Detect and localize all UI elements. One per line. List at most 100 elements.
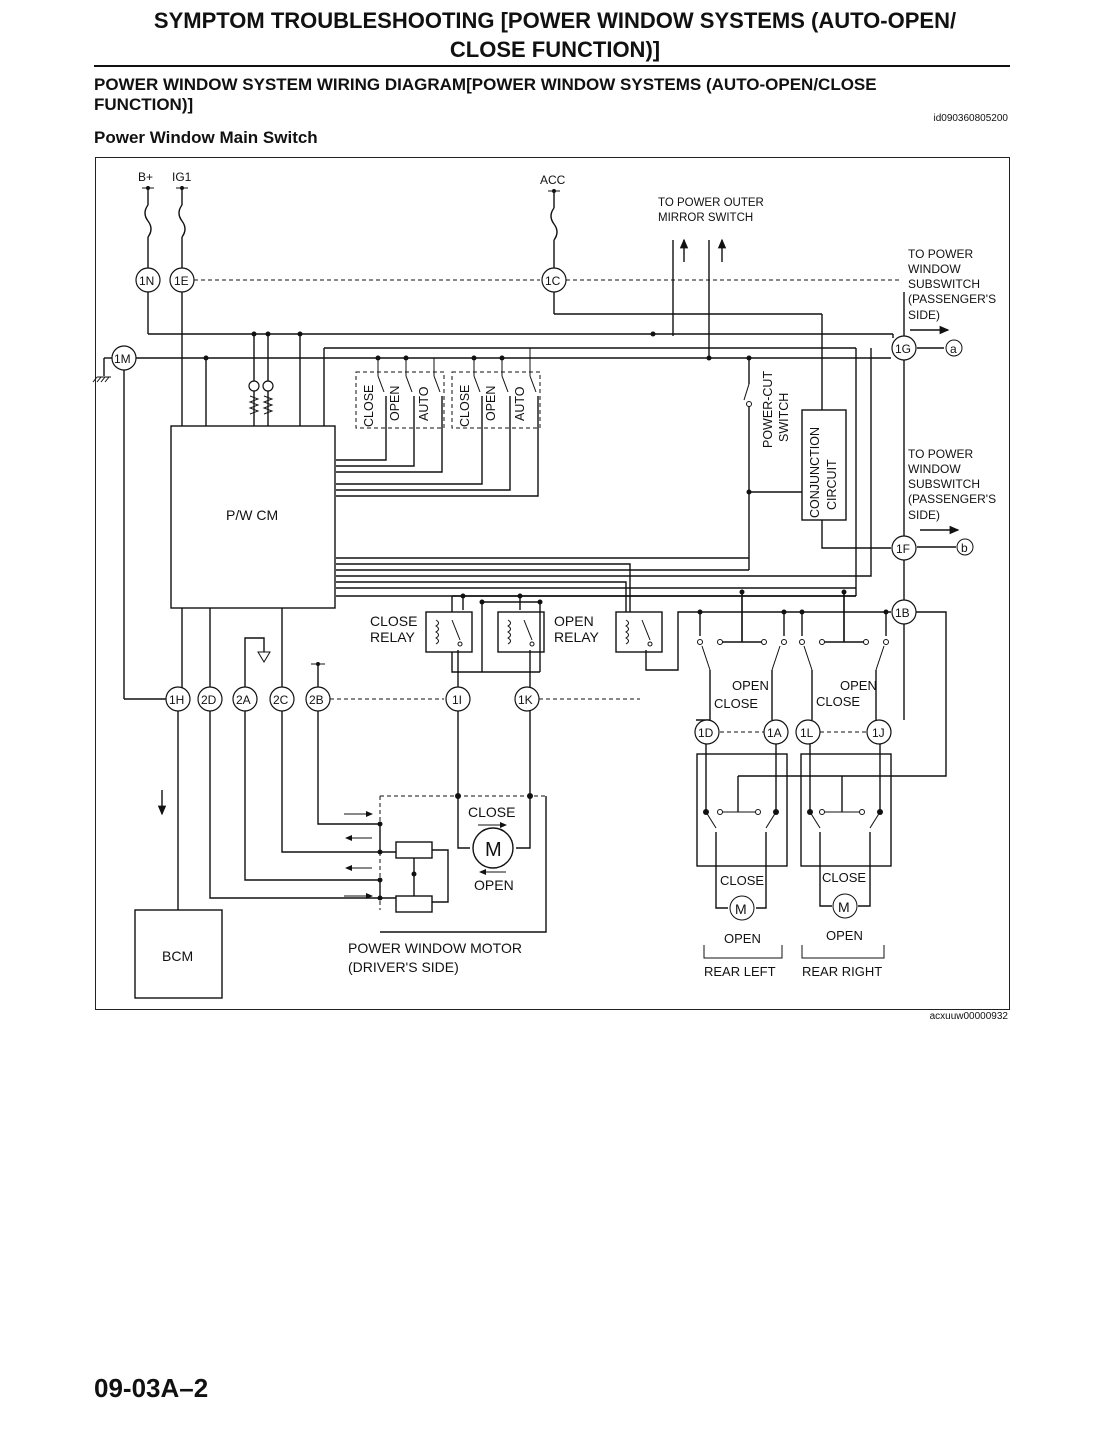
motor-icon <box>729 895 755 921</box>
fuse-icon <box>178 204 186 238</box>
ref-b: b <box>961 541 968 555</box>
connector-2D <box>197 686 223 712</box>
connector-2C-label: 2C <box>273 693 289 707</box>
fuse-icon <box>550 207 558 241</box>
connector-1G-label: 1G <box>895 342 911 356</box>
coil-icon <box>507 619 511 645</box>
connector-1M <box>111 345 137 371</box>
connector-1I-label: 1I <box>452 693 462 707</box>
connector-2D-label: 2D <box>201 693 217 707</box>
rear-left-motor-close: CLOSE <box>720 873 764 888</box>
sub-b-label-4: (PASSENGER'S <box>908 492 996 506</box>
connector-1E <box>169 267 195 293</box>
title-line-1: SYMPTOM TROUBLESHOOTING [POWER WINDOW SY… <box>153 8 957 33</box>
driver-motor-label-1: POWER WINDOW MOTOR <box>348 940 522 956</box>
connector-1C <box>541 267 567 293</box>
motor-icon <box>832 893 858 919</box>
driver-motor-open: OPEN <box>474 877 514 893</box>
page-number: 09-03A–2 <box>94 1373 209 1403</box>
rear-right-motor: M CLOSE OPEN <box>800 744 892 943</box>
conjunction-label-1: CONJUNCTION <box>808 427 822 518</box>
connector-1L <box>795 719 821 745</box>
switch-auto-label: AUTO <box>513 386 527 421</box>
bcm-module <box>134 909 223 999</box>
subsection-title: Power Window Main Switch <box>94 128 318 147</box>
driver-switch-group: CLOSE OPEN AUTO <box>355 358 445 429</box>
figure-id: acxuuw00000932 <box>929 1011 1008 1022</box>
connectors <box>111 267 917 745</box>
connector-1K <box>514 686 540 712</box>
switch-open-label: OPEN <box>388 386 402 421</box>
bcm-label: BCM <box>162 948 193 964</box>
sub-b-label-1: TO POWER <box>908 447 973 461</box>
passenger-switch-group: CLOSE OPEN AUTO <box>451 348 541 429</box>
acc-label: ACC <box>540 173 566 187</box>
connector-2B <box>305 686 331 712</box>
rear-left-open-label: OPEN <box>732 678 769 693</box>
rear-left-motor-open: OPEN <box>724 931 761 946</box>
section-line-2: FUNCTION)] <box>94 95 194 114</box>
mirror-label-1: TO POWER OUTER <box>658 197 764 209</box>
section-heading: POWER WINDOW SYSTEM WIRING DIAGRAM[POWER… <box>94 75 974 115</box>
indicator-leds <box>205 334 301 426</box>
connector-1B-label: 1B <box>895 606 910 620</box>
connector-1H-label: 1H <box>169 693 184 707</box>
title-divider <box>94 65 1010 67</box>
rear-left-switch: OPEN CLOSE <box>696 592 787 721</box>
connector-2C <box>269 686 295 712</box>
rear-right-close-label: CLOSE <box>816 694 860 709</box>
sub-a-label-1: TO POWER <box>908 247 973 261</box>
connector-1J <box>866 719 892 745</box>
power-cut-relay <box>615 611 663 653</box>
coil-icon <box>625 619 629 645</box>
rear-right-motor-close: CLOSE <box>822 870 866 885</box>
rear-right-switch: OPEN CLOSE <box>799 592 889 720</box>
rear-right-motor-open: OPEN <box>826 928 863 943</box>
connector-1C-label: 1C <box>545 274 561 288</box>
connector-1F <box>891 535 917 561</box>
switch-close-label: CLOSE <box>362 385 376 427</box>
rear-left-label: REAR LEFT <box>704 964 776 979</box>
open-relay <box>497 611 545 653</box>
connector-1M-label: 1M <box>114 352 131 366</box>
rear-right-label: REAR RIGHT <box>802 964 882 979</box>
connector-1A <box>763 719 789 745</box>
power-cut-label-2: SWITCH <box>777 393 791 442</box>
pwcm-label: P/W CM <box>226 507 278 523</box>
connector-1J-label: 1J <box>872 726 885 740</box>
title-line-2: CLOSE FUNCTION)] <box>449 37 661 62</box>
ref-a-circle <box>945 339 963 357</box>
page-title: SYMPTOM TROUBLESHOOTING [POWER WINDOW SY… <box>60 6 1050 64</box>
ground-arrow-icon <box>257 651 271 663</box>
open-relay-label-1: OPEN <box>554 613 594 629</box>
conjunction-circuit <box>801 409 847 521</box>
connector-1N-label: 1N <box>139 274 154 288</box>
sub-b-label-2: WINDOW <box>908 462 961 476</box>
close-relay-label-1: CLOSE <box>370 613 417 629</box>
ig1-label: IG1 <box>172 170 192 184</box>
connector-1E-label: 1E <box>174 274 189 288</box>
power-cut-label-1: POWER-CUT <box>761 371 775 448</box>
ref-b-circle <box>956 538 974 556</box>
open-relay-label-2: RELAY <box>554 629 600 645</box>
connector-1G <box>891 335 917 361</box>
motor-icon <box>472 827 514 869</box>
connector-1A-label: 1A <box>767 726 782 740</box>
connector-1D-label: 1D <box>698 726 714 740</box>
connector-1D <box>694 719 720 745</box>
mirror-label-2: MIRROR SWITCH <box>658 212 753 224</box>
switch-close-label: CLOSE <box>458 385 472 427</box>
ref-a: a <box>950 342 957 356</box>
switch-auto-label: AUTO <box>417 386 431 421</box>
sub-b-label-5: SIDE) <box>908 508 940 522</box>
connector-1L-label: 1L <box>800 726 814 740</box>
connector-2B-label: 2B <box>309 693 324 707</box>
coil-icon <box>435 619 439 645</box>
fuse-icon <box>144 204 152 238</box>
connector-1F-label: 1F <box>896 542 910 556</box>
rear-left-motor: M CLOSE OPEN <box>696 744 788 946</box>
rear-right-m: M <box>838 899 850 915</box>
bplus-label: B+ <box>138 170 153 184</box>
sub-a-label-4: (PASSENGER'S <box>908 292 996 306</box>
